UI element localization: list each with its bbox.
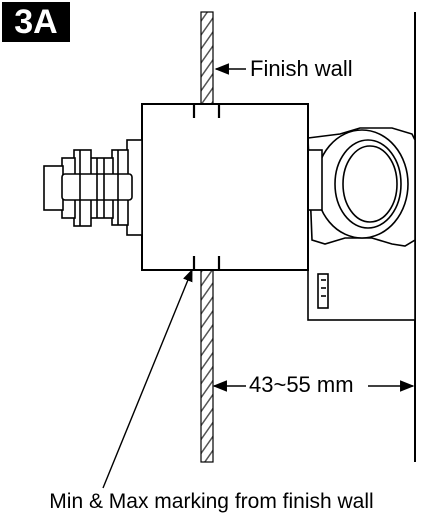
finish-wall-label: Finish wall: [250, 56, 353, 81]
figure-badge: 3A: [2, 2, 70, 42]
rear-housing: [307, 127, 416, 321]
dimension-label: 43~55 mm: [246, 372, 357, 398]
mounting-box: [141, 103, 309, 271]
cable-gland: [43, 139, 143, 236]
marking-note-label: Min & Max marking from finish wall: [49, 490, 374, 513]
marking-leader-line: [102, 268, 193, 489]
